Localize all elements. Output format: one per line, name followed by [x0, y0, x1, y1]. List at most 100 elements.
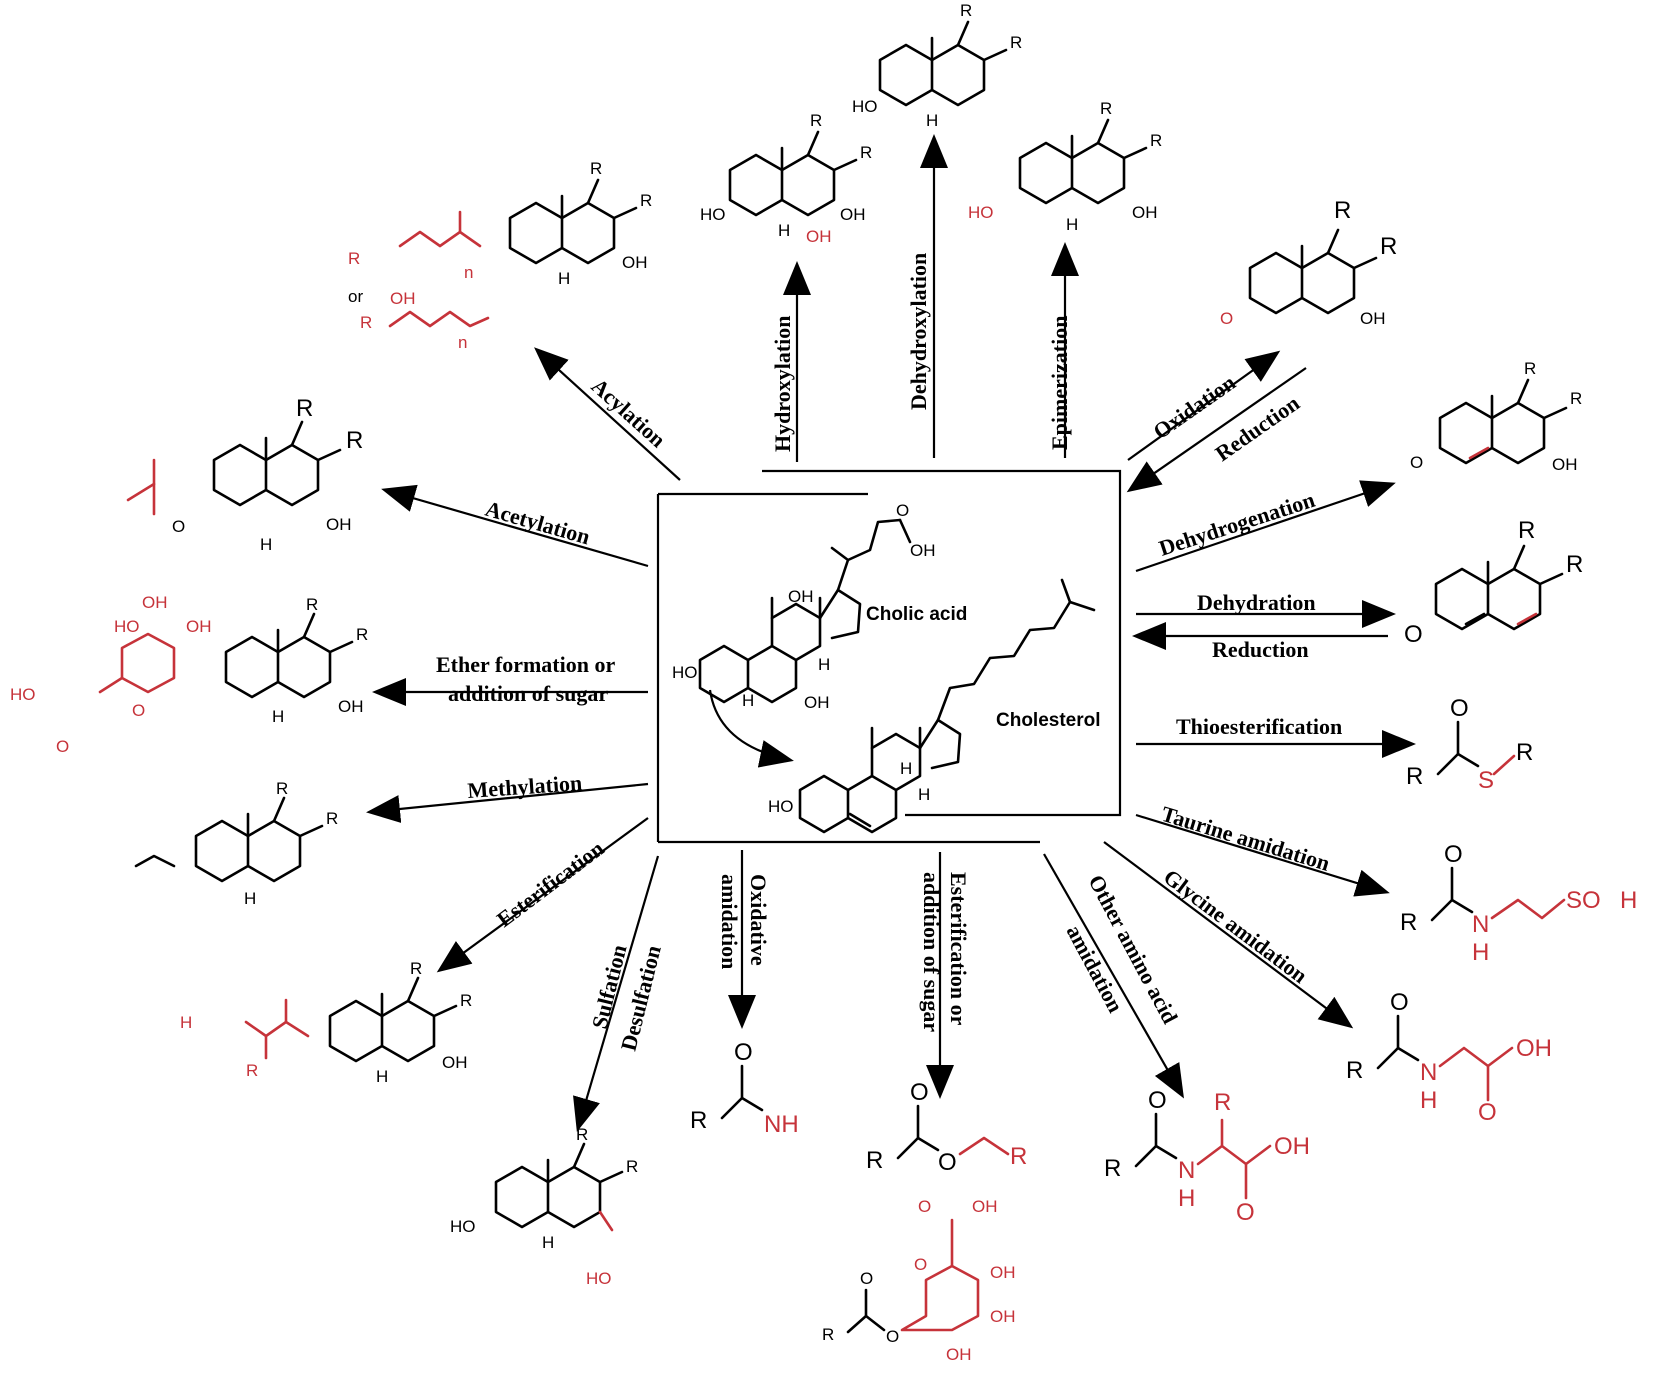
label-dehydroxylation: Dehydroxylation [906, 253, 931, 410]
svg-text:H: H [1066, 215, 1078, 234]
structure-methyl-ether: RR H [134, 779, 338, 908]
label-ether-formation-2: addition of sugar [448, 681, 608, 706]
svg-text:OH: OH [622, 253, 648, 272]
label-methylation: Methylation [467, 770, 583, 803]
svg-text:O: O [1148, 1087, 1167, 1114]
svg-text:H: H [272, 707, 284, 726]
svg-text:O: O [56, 737, 69, 756]
reaction-labels: Hydroxylation Dehydroxylation Epimerizat… [436, 253, 1342, 1053]
svg-text:R: R [576, 1125, 588, 1144]
svg-text:O: O [132, 701, 145, 720]
structure-sulfate: RR HOH HO [450, 1125, 638, 1288]
svg-text:R: R [1570, 389, 1582, 408]
svg-text:R: R [1380, 233, 1397, 260]
central-box [656, 469, 1122, 844]
svg-text:O: O [1444, 841, 1463, 868]
svg-text:O: O [1220, 309, 1233, 328]
svg-text:OH: OH [910, 541, 936, 560]
label-epimerization: Epimerization [1047, 316, 1072, 450]
svg-text:OH: OH [972, 1197, 998, 1216]
svg-text:O: O [938, 1149, 957, 1176]
svg-text:O: O [734, 1039, 753, 1066]
svg-text:H: H [742, 691, 754, 710]
svg-text:H: H [778, 221, 790, 240]
svg-text:H: H [376, 1067, 388, 1086]
svg-text:HO: HO [768, 797, 794, 816]
svg-text:R: R [360, 313, 372, 332]
svg-text:OH: OH [990, 1307, 1016, 1326]
svg-text:N: N [1178, 1157, 1195, 1184]
svg-text:OH: OH [806, 227, 832, 246]
structure-oxidation-product: RR OH O [1220, 197, 1397, 328]
arrow-sulfation [573, 855, 660, 1132]
label-esterification: Esterification [492, 836, 609, 932]
svg-text:HO: HO [700, 205, 726, 224]
svg-text:R: R [276, 779, 288, 798]
svg-text:OH: OH [390, 289, 416, 308]
label-glycine-amidation: Glycine amidation [1159, 864, 1312, 988]
cholic-acid-label: Cholic acid [866, 604, 967, 625]
svg-text:N: N [1472, 911, 1489, 938]
arrow-other-amino-acid [1043, 853, 1184, 1099]
svg-text:R: R [296, 395, 313, 422]
svg-text:OH: OH [946, 1345, 972, 1364]
arrow-reduction-1 [1126, 367, 1307, 493]
svg-text:H: H [1420, 1087, 1437, 1114]
svg-text:O: O [1410, 453, 1423, 472]
structure-amino-ester: RR OHH H R [180, 959, 472, 1086]
svg-text:O: O [860, 1269, 873, 1288]
svg-text:HO: HO [10, 685, 36, 704]
svg-text:NH: NH [764, 1111, 799, 1138]
svg-text:n: n [458, 333, 467, 352]
svg-text:R: R [1100, 99, 1112, 118]
svg-text:H: H [918, 785, 930, 804]
structure-dehydrogenation-product: R R OH O [1410, 359, 1582, 474]
svg-text:R: R [1516, 739, 1533, 766]
cholesterol-structure: HO H H [768, 578, 1096, 834]
svg-text:R: R [590, 159, 602, 178]
svg-text:R: R [1406, 763, 1423, 790]
svg-text:OH: OH [326, 515, 352, 534]
arrow-acylation [534, 347, 681, 481]
svg-text:N: N [1420, 1059, 1437, 1086]
svg-text:O: O [1478, 1099, 1497, 1126]
label-ether-formation: Ether formation or [436, 652, 615, 677]
svg-text:HO: HO [114, 617, 140, 636]
svg-text:O: O [918, 1197, 931, 1216]
cholic-acid-structure: HO OH OH H H OH O [672, 501, 936, 712]
svg-text:R: R [1566, 551, 1583, 578]
label-reduction-2: Reduction [1212, 637, 1309, 662]
svg-text:R: R [306, 595, 318, 614]
label-oxidative: Oxidative [746, 874, 771, 966]
svg-text:R: R [346, 427, 363, 454]
svg-text:O: O [886, 1327, 899, 1346]
svg-text:OH: OH [990, 1263, 1016, 1282]
svg-text:S: S [1478, 767, 1494, 794]
svg-text:n: n [464, 263, 473, 282]
reaction-arrows [366, 134, 1416, 1132]
svg-text:H: H [180, 1013, 192, 1032]
structure-glucuronide-ester: R O O OHO O OH OH OH [822, 1197, 1016, 1364]
svg-text:OH: OH [1274, 1133, 1310, 1160]
svg-text:H: H [1472, 939, 1489, 966]
label-esterification-sugar: Esterification or [946, 872, 971, 1026]
svg-text:OH: OH [1132, 203, 1158, 222]
svg-text:R: R [626, 1157, 638, 1176]
svg-text:R: R [348, 249, 360, 268]
structure-acetate: RR OHH O [126, 395, 363, 554]
structure-ester: R O O R [866, 1079, 1027, 1176]
svg-text:OH: OH [186, 617, 212, 636]
label-esterification-sugar-2: addition of sugar [919, 872, 944, 1032]
svg-text:R: R [860, 143, 872, 162]
svg-text:R: R [356, 625, 368, 644]
svg-text:OH: OH [1552, 455, 1578, 474]
structure-amino-acid-conjugate: R O NH R O OH [1104, 1087, 1310, 1226]
structure-dehydration-product: RR O [1404, 517, 1583, 648]
structure-acylation-product: RR OHH R R or OH n n [348, 159, 652, 352]
svg-text:H: H [900, 759, 912, 778]
svg-text:SO: SO [1566, 887, 1601, 914]
svg-text:R: R [1524, 359, 1536, 378]
